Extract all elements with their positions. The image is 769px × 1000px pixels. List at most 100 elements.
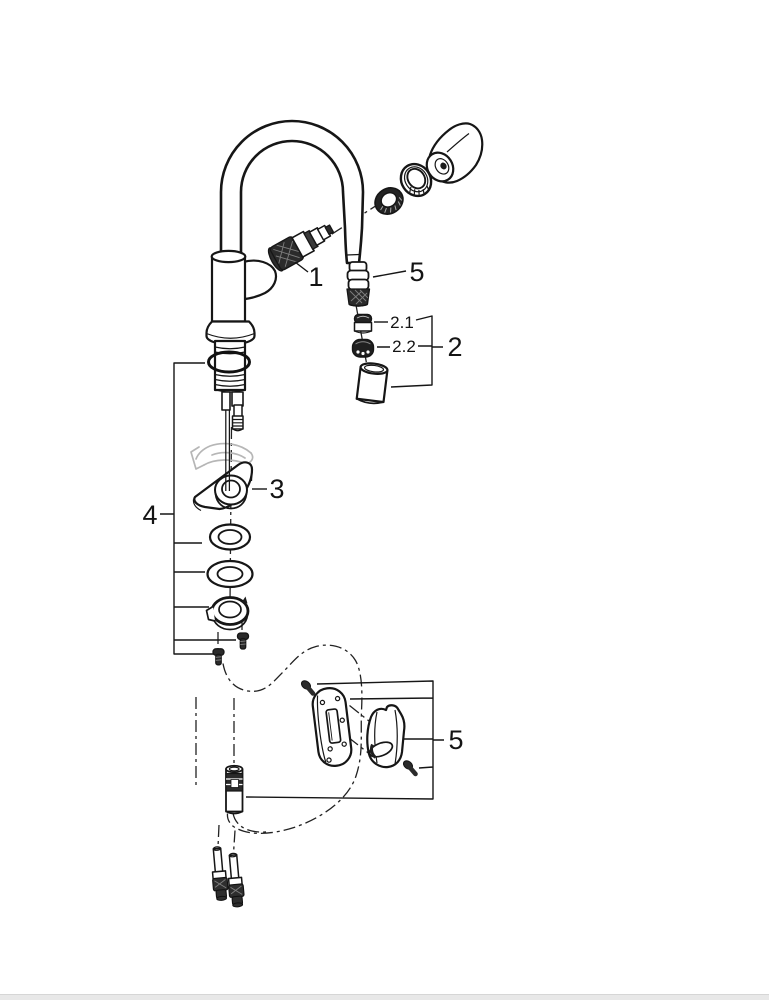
wall-bracket-plate [311,687,353,767]
nut-bottom-rim [348,303,368,307]
fixing-screw-1 [236,632,250,650]
clip-slot-shade [370,743,377,759]
thin-connection-tube [225,410,231,491]
bracket-part2 [390,315,443,388]
callout-part2-2: 2.2 [392,337,416,356]
horseshoe-clamp [205,596,250,631]
callout-labels: 1 5 2.1 2.2 2 3 4 5 [142,257,463,755]
plate-slot-shadow [328,712,333,741]
plate-hole-4 [327,746,333,752]
spray-outlet-hole [440,162,447,170]
hose-routing-loop-line [222,644,363,834]
spout-hose-seam [346,253,360,256]
hose-nipple-neck [233,404,243,418]
valve-top-bore [228,766,240,772]
grip-ring [399,162,433,198]
grip-ring-hatch [409,185,430,196]
bracket-screw-top [300,680,316,696]
screw2-threads [215,656,222,661]
washer2-bore [216,566,244,582]
supply-tube-right [231,391,244,407]
callout-part2-1: 2.1 [390,313,414,332]
wedge-thickness [192,471,253,512]
grip-ring-inner [406,167,427,190]
callout-part3: 3 [269,474,284,504]
holder-screw-bottom [402,760,418,777]
flow-regulator [353,313,373,334]
mousseur-sleeve [355,362,389,405]
attachment-ring-threads [380,197,403,213]
attachment-ring-bore [380,192,398,208]
fixing-screw-2 [212,648,225,666]
regulator-bottom-rim [354,330,372,334]
hose1-tube-top [212,846,222,851]
sleeve-top-inner [363,364,385,373]
sleeve-bottom-rim [356,397,384,405]
plate-clip-align-line2 [348,736,370,755]
hose2-tube [228,854,240,881]
base-washer [206,559,254,589]
callout-part5-bottom: 5 [448,725,463,755]
callout-part5-top: 5 [409,257,424,287]
hose2-braid [230,885,243,895]
aerator-hole-1 [356,350,360,354]
screw1-threads [240,640,246,645]
plate-hole-1 [319,699,326,706]
hose1-tube [212,847,224,874]
hose1-braid [214,879,227,889]
washer1-bore [217,529,243,545]
supply-tube-left [221,391,231,411]
plate-hole-2 [334,695,341,702]
supply-hose2-axis-line [232,830,236,854]
bracket-part5-bottom [245,680,444,800]
hose-nipple-end [232,428,243,432]
valve-bottom-rim [225,810,243,815]
plate-hole-6 [326,757,332,763]
plate-slot [325,708,342,744]
aerator-hole-3 [366,350,370,354]
bracket-part4 [160,362,236,655]
limit-stop-wedge [192,461,254,512]
cartridge-tip-cap [324,224,335,236]
clamp-lip [211,614,249,631]
nut-knurl-hatch [349,289,369,305]
clamp-pointer [241,596,248,604]
hose-coupling [346,261,371,307]
wedge-collar-lip [214,493,248,510]
valve-outlet-line [232,812,271,833]
shank-threads [214,346,246,387]
supply-hose1-axis-line [217,824,220,848]
regulator-dome-highlight [356,315,370,319]
o-ring [207,350,251,374]
callout-part4: 4 [142,500,157,530]
leader-part2-2 [377,345,432,348]
supply-hose-2 [227,852,245,908]
hose2-end [232,902,244,908]
supply-hose-1 [211,846,229,901]
page-bottom-edge [0,994,769,1000]
spray-head-crease [446,133,470,153]
wedge-bore [221,479,241,499]
lever-handle [241,259,278,301]
screwA-shaft [305,684,316,696]
check-valve [225,764,244,815]
screwB-shaft [407,764,418,777]
leader-part1 [294,261,309,273]
spray-face-inner-ring [434,158,450,175]
aerator-hole-2 [361,351,365,356]
plate-clip-align-line1 [349,704,372,724]
valve-window [230,779,239,788]
clamp-bore [218,600,242,619]
callout-part1: 1 [308,262,323,292]
clamp-tab [205,605,216,622]
plate-hole-5 [341,741,347,747]
aerator-insert [351,338,375,358]
hose2-tube-top [228,852,238,858]
clip-slot [368,741,394,758]
plate-edge-thickness [316,695,327,763]
callout-leaders [160,261,444,800]
plate-hole-3 [339,717,345,723]
diverter-cartridge [267,224,335,272]
